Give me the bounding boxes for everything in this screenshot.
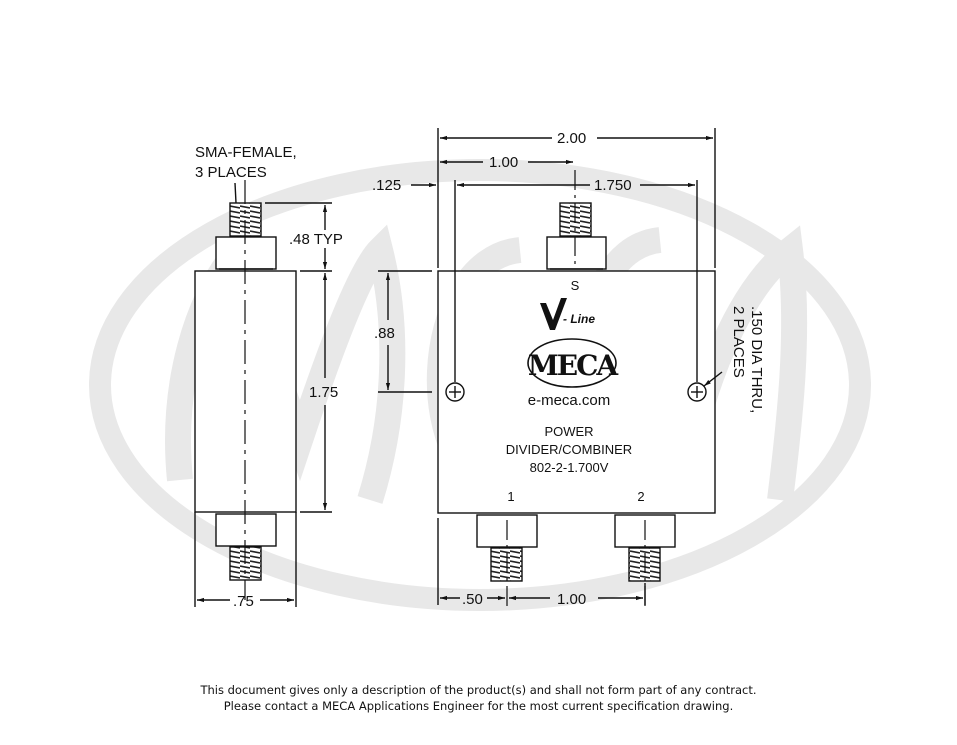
product-type-line1: POWER <box>544 424 593 439</box>
front-body <box>437 270 716 514</box>
disclaimer-line2: Please contact a MECA Applications Engin… <box>223 699 734 713</box>
disclaimer-line1: This document gives only a description o… <box>200 683 757 697</box>
port1-offset-dim: .50 <box>462 591 483 608</box>
connector-note-line2: 3 PLACES <box>195 164 267 181</box>
svg-text:MECA: MECA <box>528 349 620 382</box>
port-spacing-dim: 1.00 <box>557 591 586 608</box>
sma-nut-bottom <box>215 513 277 547</box>
website-label: e-meca.com <box>528 392 611 409</box>
body-height-dim: 1.75 <box>309 384 338 401</box>
hole-spacing-dim: 1.750 <box>594 177 632 194</box>
sma-nut-top <box>215 236 277 270</box>
hole-edge-offset-dim: .125 <box>372 177 401 194</box>
hole-note: .150 DIA THRU, 2 PLACES <box>730 306 765 413</box>
front-view <box>378 128 723 606</box>
side-view <box>194 180 332 607</box>
svg-text:.150 DIA THRU,: .150 DIA THRU, <box>748 306 765 413</box>
port-2-label: 2 <box>637 489 644 504</box>
svg-text:- Line: - Line <box>563 312 595 326</box>
v-line-logo: - Line <box>540 298 595 330</box>
sma-nut-s <box>546 236 607 270</box>
product-type-line2: DIVIDER/COMBINER <box>506 442 632 457</box>
part-number: 802-2-1.700V <box>530 460 609 475</box>
connector-height-dim: .48 TYP <box>289 231 343 248</box>
svg-text:2 PLACES: 2 PLACES <box>730 306 747 378</box>
connector-note-line1: SMA-FEMALE, <box>195 144 297 161</box>
meca-logo: MECA <box>527 338 621 388</box>
port-1-label: 1 <box>507 489 514 504</box>
overall-width-dim: 2.00 <box>557 130 586 147</box>
center-offset-dim: 1.00 <box>489 154 518 171</box>
port-s-label: S <box>571 278 580 293</box>
hole-height-dim: .88 <box>374 325 395 342</box>
body-width-dim: .75 <box>233 593 254 610</box>
